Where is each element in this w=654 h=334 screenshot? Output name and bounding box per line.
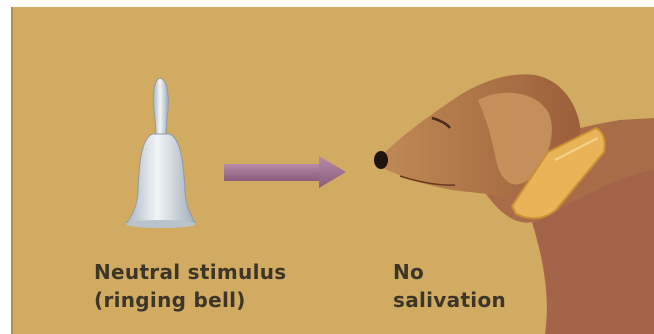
stimulus-label-line2: (ringing bell) <box>94 287 246 313</box>
stimulus-label-line1: Neutral stimulus <box>94 259 286 285</box>
arrow-icon <box>224 156 346 188</box>
response-label-line2: salivation <box>393 287 506 313</box>
response-label-line1: No <box>393 259 424 285</box>
bell-icon <box>126 78 196 228</box>
